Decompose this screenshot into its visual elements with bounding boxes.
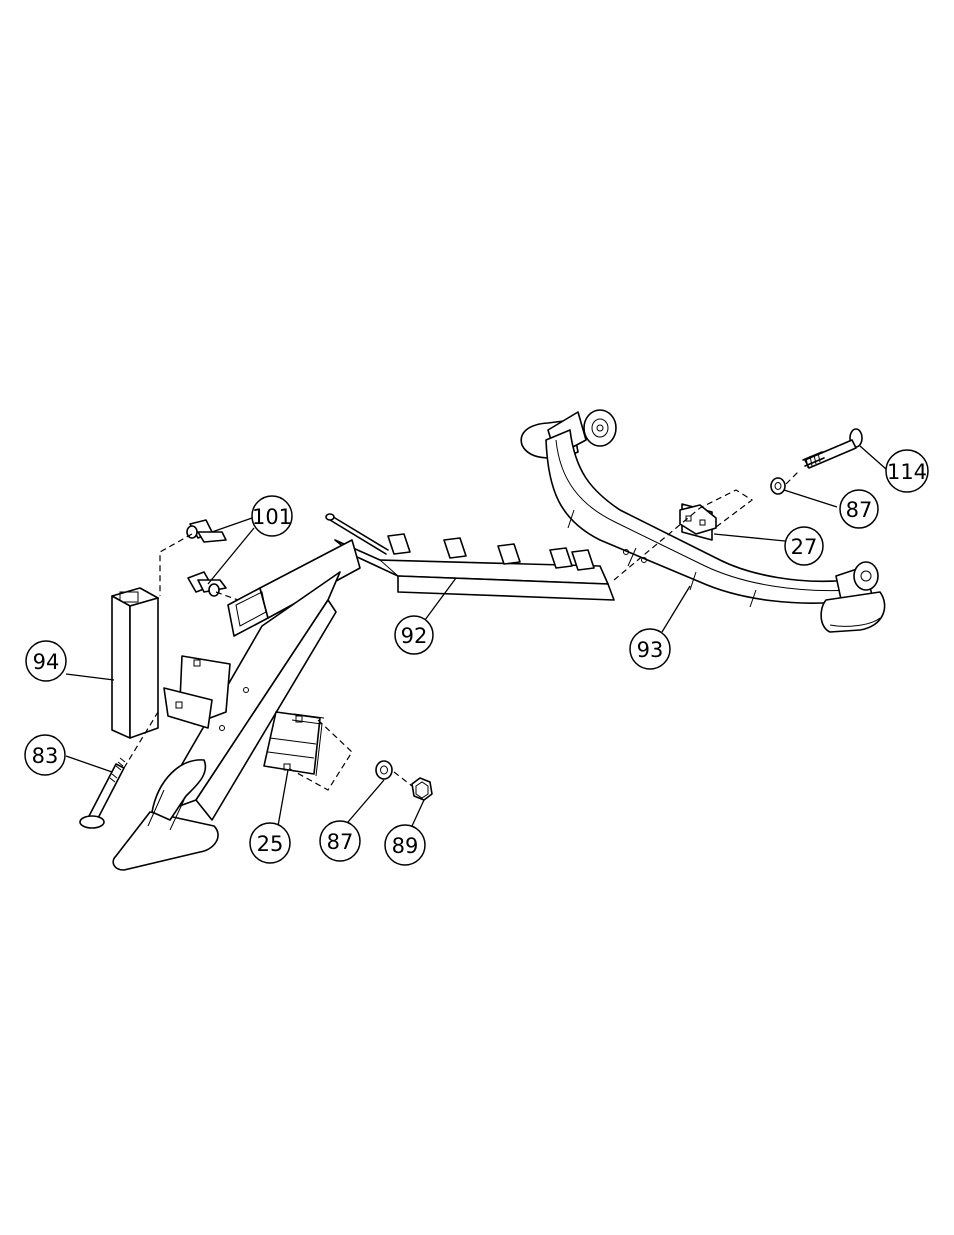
square-post-part-94 [112, 588, 158, 738]
callout-101: 101 [252, 496, 292, 536]
callout-25-label: 25 [257, 832, 284, 856]
callout-92: 92 [395, 616, 433, 654]
callout-87-upper: 87 [840, 490, 878, 528]
callout-101-label: 101 [252, 505, 292, 529]
callout-92-label: 92 [401, 624, 428, 648]
callout-114-label: 114 [887, 460, 927, 484]
callout-87-lower: 87 [320, 821, 360, 861]
callout-87-lower-label: 87 [327, 830, 354, 854]
bolt-part-114 [803, 429, 862, 468]
callout-83-label: 83 [32, 744, 59, 768]
knob-part-101-lower [188, 572, 226, 596]
knob-part-101-upper [187, 520, 226, 542]
main-frame-part-92 [113, 514, 614, 870]
sleeve-bracket-part-25 [264, 712, 324, 776]
callout-25: 25 [250, 823, 290, 863]
bracket-plate-part-27 [680, 504, 716, 540]
callout-93: 93 [630, 629, 670, 669]
callout-114: 114 [886, 450, 928, 492]
callout-89-label: 89 [392, 834, 419, 858]
callout-83: 83 [25, 735, 65, 775]
callout-27-label: 27 [791, 535, 818, 559]
callout-94: 94 [26, 641, 66, 681]
callout-89: 89 [385, 825, 425, 865]
callout-94-label: 94 [33, 650, 60, 674]
callout-93-label: 93 [637, 638, 664, 662]
nut-part-89 [412, 778, 432, 800]
callout-87-upper-label: 87 [846, 498, 873, 522]
washer-part-87-upper [771, 478, 785, 494]
callout-27: 27 [785, 527, 823, 565]
washer-part-87-lower [376, 761, 392, 779]
